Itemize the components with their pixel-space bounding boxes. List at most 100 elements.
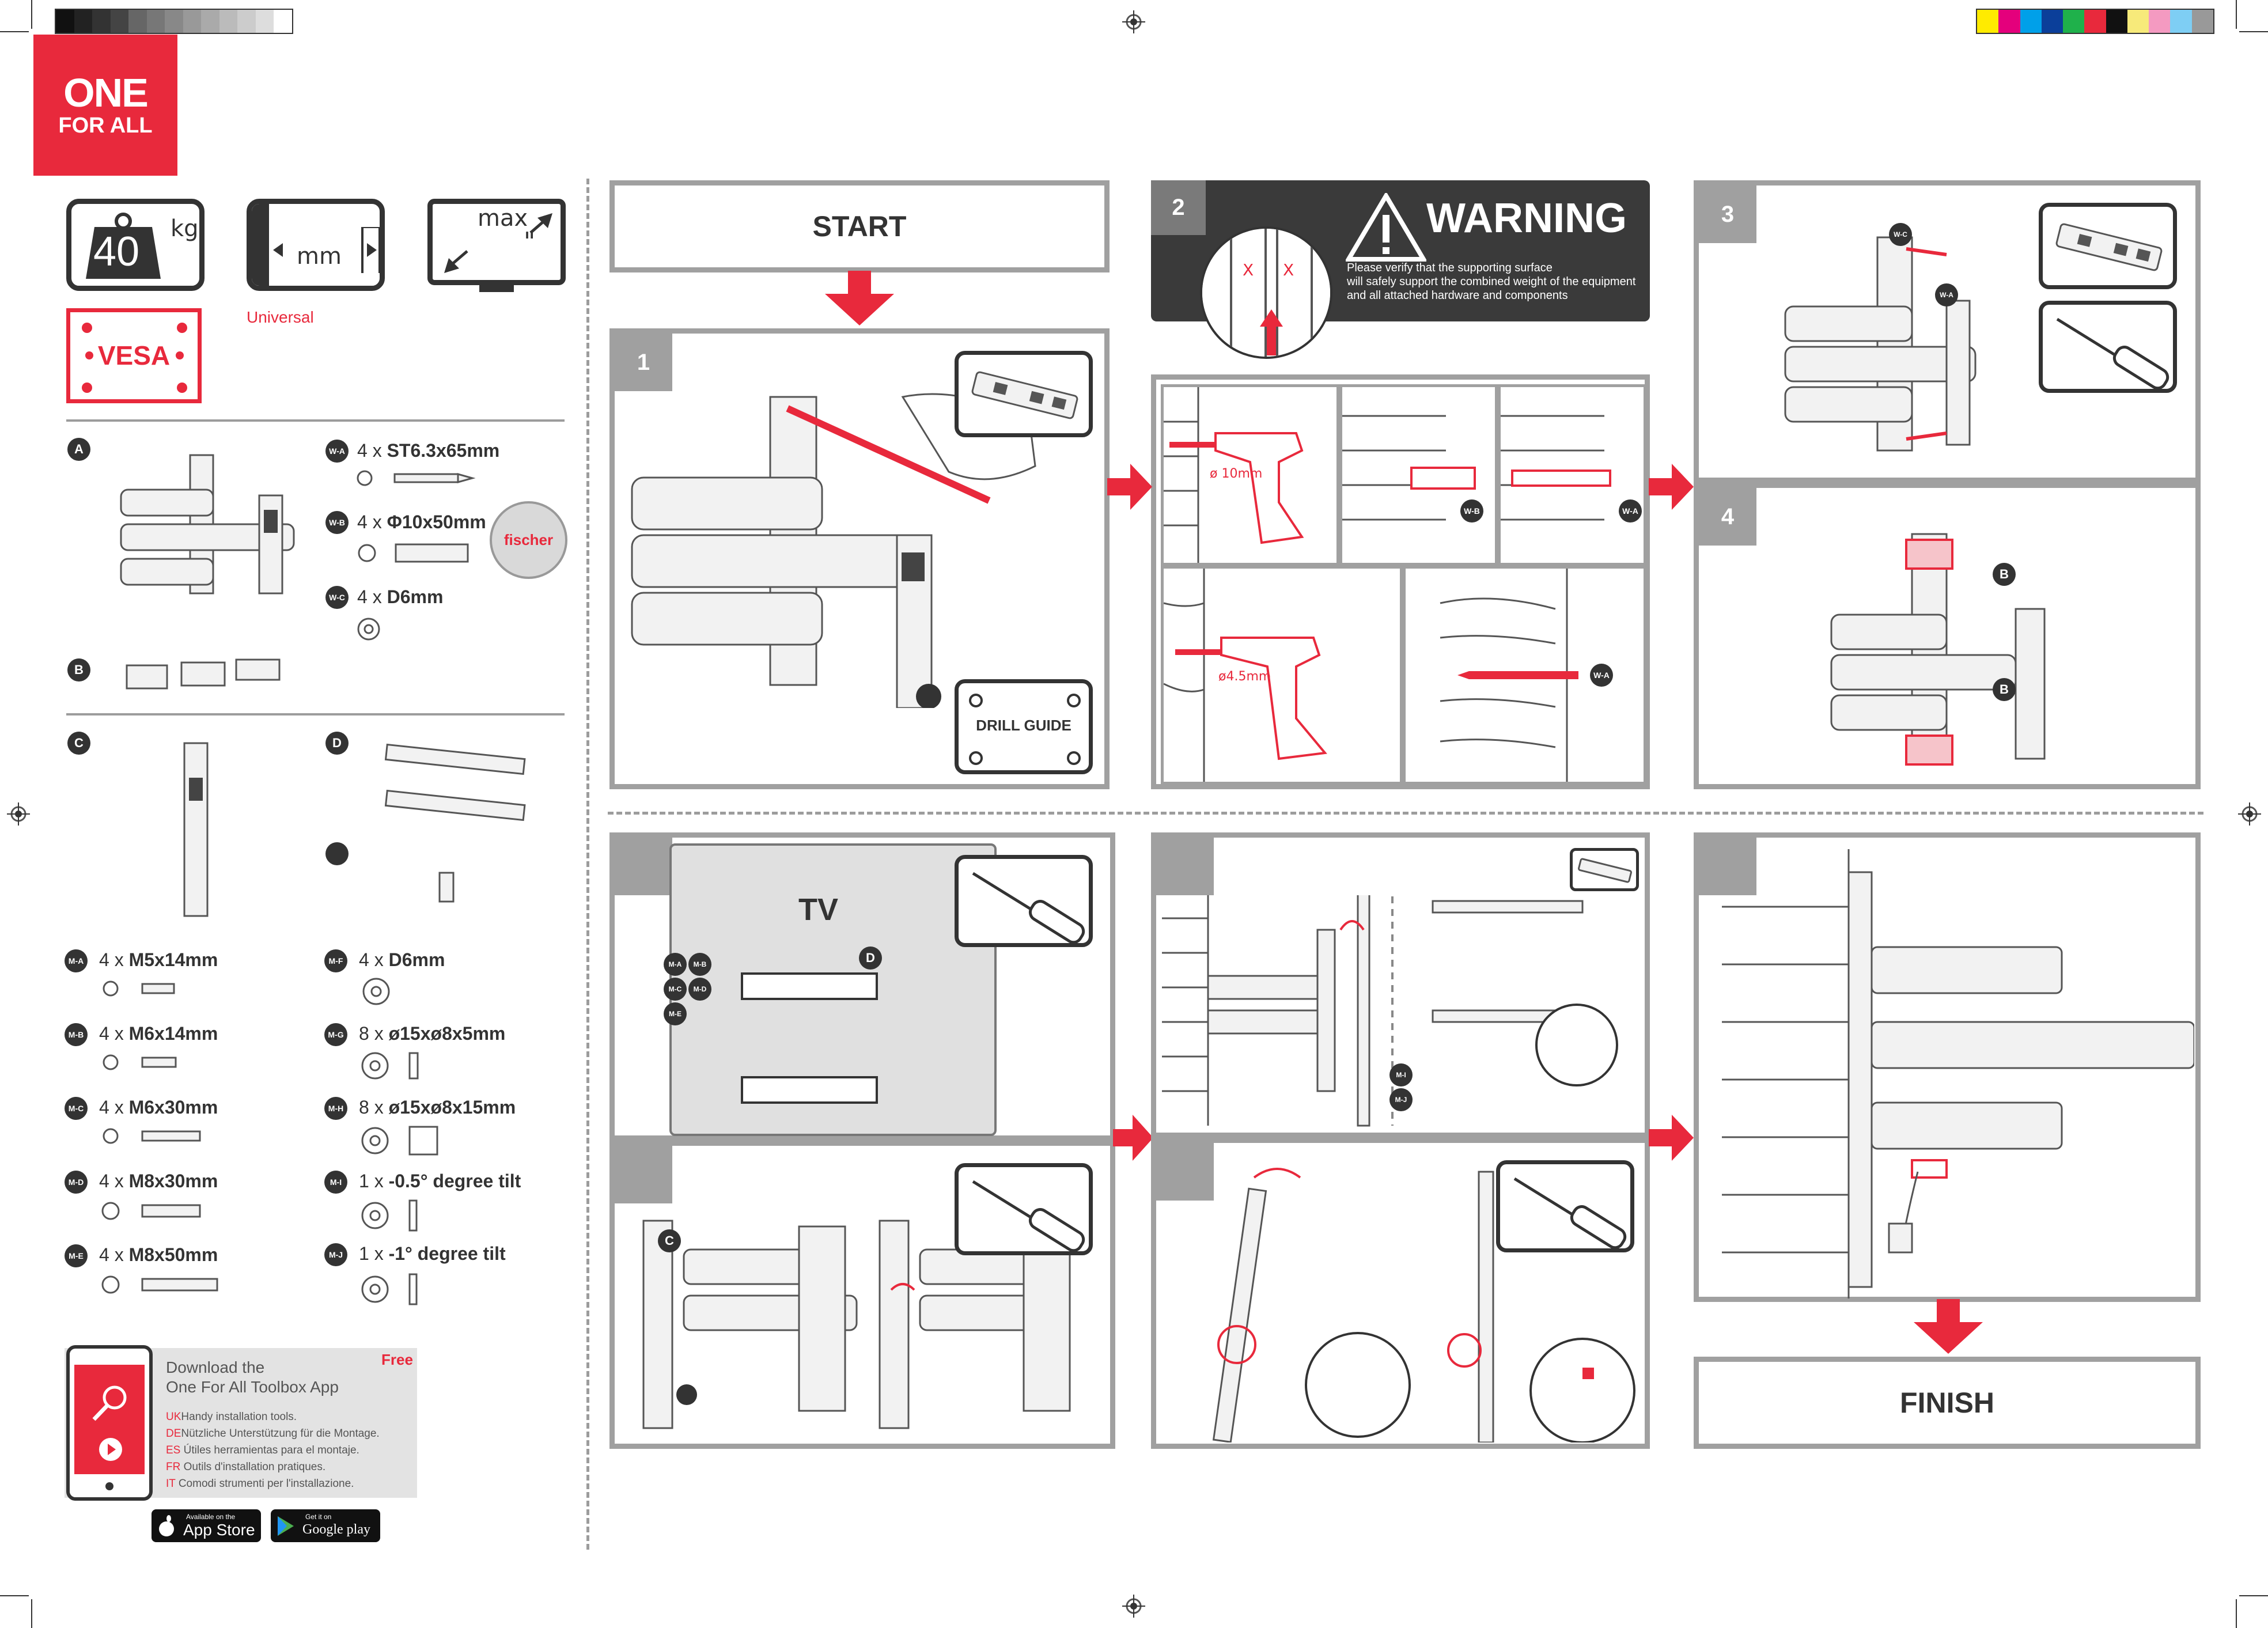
app-title-1: Download the: [166, 1358, 265, 1376]
hardware-m-j-badge: M-J: [324, 1243, 347, 1266]
screwdriver-icon: [972, 1180, 1085, 1252]
hang-step-number: [1156, 838, 1214, 895]
column-divider: [586, 179, 589, 1550]
hardware-m-a-badge: M-A: [65, 949, 88, 972]
part-b-badge: B: [67, 658, 90, 682]
hardware-w-c-badge: W-C: [325, 586, 349, 609]
warning-title: WARNING: [1426, 195, 1627, 241]
play-store-icon: [278, 1516, 294, 1536]
level-tool-inset: [955, 351, 1093, 437]
part-d-rails-illustration: [384, 743, 526, 821]
step-3-mount-illustration: [1784, 236, 1977, 452]
hardware-w-b-qty: 4 x: [357, 512, 382, 532]
step-4-panel: 4 B B: [1694, 483, 2201, 789]
part-c-plate-illustration: [183, 742, 209, 917]
monitor-hardware-right: M-F 4 x D6mm M-G 8 x ø15xø8x5mm M-H 8 x …: [324, 949, 566, 1318]
spirit-level-icon: [971, 371, 1078, 419]
part-d-knob-badge: [325, 842, 349, 865]
w-b-badge-step2: W-B: [1460, 499, 1483, 523]
vesa-label: VESA: [97, 340, 171, 370]
hardware-m-i-row: 1 x -0.5° degree tilt: [359, 1171, 521, 1191]
step-3-panel: 3 W-C W-A: [1694, 180, 2201, 483]
part-b-spacers-illustration: [126, 658, 281, 690]
app-lang-list: UKHandy installation tools. DENützliche …: [166, 1411, 380, 1490]
screwdriver-inset-tilt: [1496, 1160, 1634, 1252]
max-screen-stand: [479, 284, 514, 292]
drill-guide-label: DRILL GUIDE: [976, 717, 1071, 734]
step-1-mount-illustration: [631, 396, 941, 708]
washer-w-c-illustration: [357, 618, 380, 641]
divider-2: [66, 713, 565, 715]
screwdriver-icon: [972, 872, 1085, 944]
hardware-w-a-badge: W-A: [325, 440, 349, 463]
max-label: max: [478, 205, 528, 232]
final-install-panel: [1694, 832, 2201, 1302]
plate-step-number: [615, 1146, 672, 1203]
w-a-badge-step2a: W-A: [1619, 499, 1642, 523]
hardware-m-e-row: 4 x M8x50mm: [99, 1244, 218, 1265]
part-a-mount-illustration: [120, 454, 295, 595]
app-store-button[interactable]: Available on the App Store: [152, 1509, 261, 1542]
m-c-badge-tv: M-C: [664, 978, 687, 1001]
google-play-button[interactable]: Get it on Google play: [271, 1509, 380, 1542]
anchor-w-b-illustration: [358, 543, 469, 563]
warning-triangle-icon: [1346, 193, 1426, 262]
step-2-drill-panel: ø 10mm W-B W-A ø4.5mm W-A: [1151, 374, 1650, 789]
weight-unit: kg: [171, 215, 199, 242]
hardware-m-h-badge: M-H: [324, 1097, 347, 1120]
tilt-adjust-panel: [1151, 1138, 1650, 1449]
max-symbol: ": [524, 227, 536, 256]
phone-icon: [66, 1345, 153, 1501]
m-e-badge-tv: M-E: [664, 1002, 687, 1025]
screwdriver-inset-step3: [2039, 301, 2177, 393]
play-icon: [99, 1438, 122, 1461]
brand-logo-line2: FOR ALL: [58, 113, 153, 138]
screwdriver-icon: [1513, 1177, 1627, 1250]
max-screen-icon: max ": [427, 199, 566, 285]
spirit-level-icon: [1578, 858, 1632, 883]
color-bar: [1976, 9, 2214, 34]
registration-mark-top: [1122, 10, 1145, 33]
size-unit: mm: [297, 243, 342, 270]
m-a-badge-tv: M-A: [664, 953, 687, 976]
step-4-number: 4: [1699, 488, 1756, 546]
b-badge-step4-bottom: B: [1993, 678, 2016, 701]
hardware-m-e-badge: M-E: [65, 1244, 88, 1267]
plate-attach-illustration: [642, 1220, 1071, 1429]
magnifier-icon: [92, 1385, 127, 1421]
hang-tv-panel: M-I M-J: [1151, 832, 1650, 1138]
hardware-w-b-spec: Φ10x50mm: [387, 512, 486, 532]
finish-label: FINISH: [1694, 1357, 2201, 1449]
arrow-down-icon: [825, 271, 894, 325]
part-c-badge: C: [67, 732, 90, 755]
hardware-m-d-row: 4 x M8x30mm: [99, 1171, 218, 1191]
fischer-badge: fischer: [490, 501, 567, 579]
app-promo: Download the One For All Toolbox App Fre…: [65, 1345, 417, 1501]
step-1-number: 1: [615, 334, 672, 391]
hardware-w-c-qty: 4 x: [357, 586, 382, 607]
hardware-m-f-row: 4 x D6mm: [359, 949, 445, 970]
wrong-mark-2: X: [1283, 260, 1294, 279]
registration-mark-left: [7, 802, 30, 826]
hardware-m-c-badge: M-C: [65, 1097, 88, 1120]
hang-tv-illustration: [1162, 895, 1618, 1127]
screw-wood-frame: W-A: [1403, 566, 1646, 785]
weight-icon: 40 kg: [66, 199, 205, 291]
wall-check-illustration: X X: [1200, 226, 1332, 359]
tv-bracket-panel: TV D M-A M-B M-C M-D M-E: [609, 832, 1115, 1141]
drill-size-10: ø 10mm: [1210, 467, 1263, 481]
screwdriver-inset-tv: [955, 855, 1093, 947]
step-2-number: 2: [1151, 180, 1206, 235]
hardware-m-a-row: 4 x M5x14mm: [99, 949, 218, 970]
drill-size-45: ø4.5mm: [1218, 669, 1271, 684]
hardware-m-b-badge: M-B: [65, 1023, 88, 1046]
level-tool-inset-hang: [1570, 848, 1639, 891]
app-title-2: One For All Toolbox App: [166, 1378, 339, 1396]
hardware-m-j-row: 1 x -1° degree tilt: [359, 1243, 506, 1264]
hardware-m-g-badge: M-G: [324, 1023, 347, 1046]
arrow-down-icon-finish: [1914, 1299, 1983, 1354]
w-a-badge-step3: W-A: [1935, 283, 1958, 306]
drill-wood-frame: ø4.5mm: [1161, 566, 1403, 785]
plate-attach-panel: C: [609, 1141, 1115, 1449]
tv-label: TV: [798, 892, 839, 927]
